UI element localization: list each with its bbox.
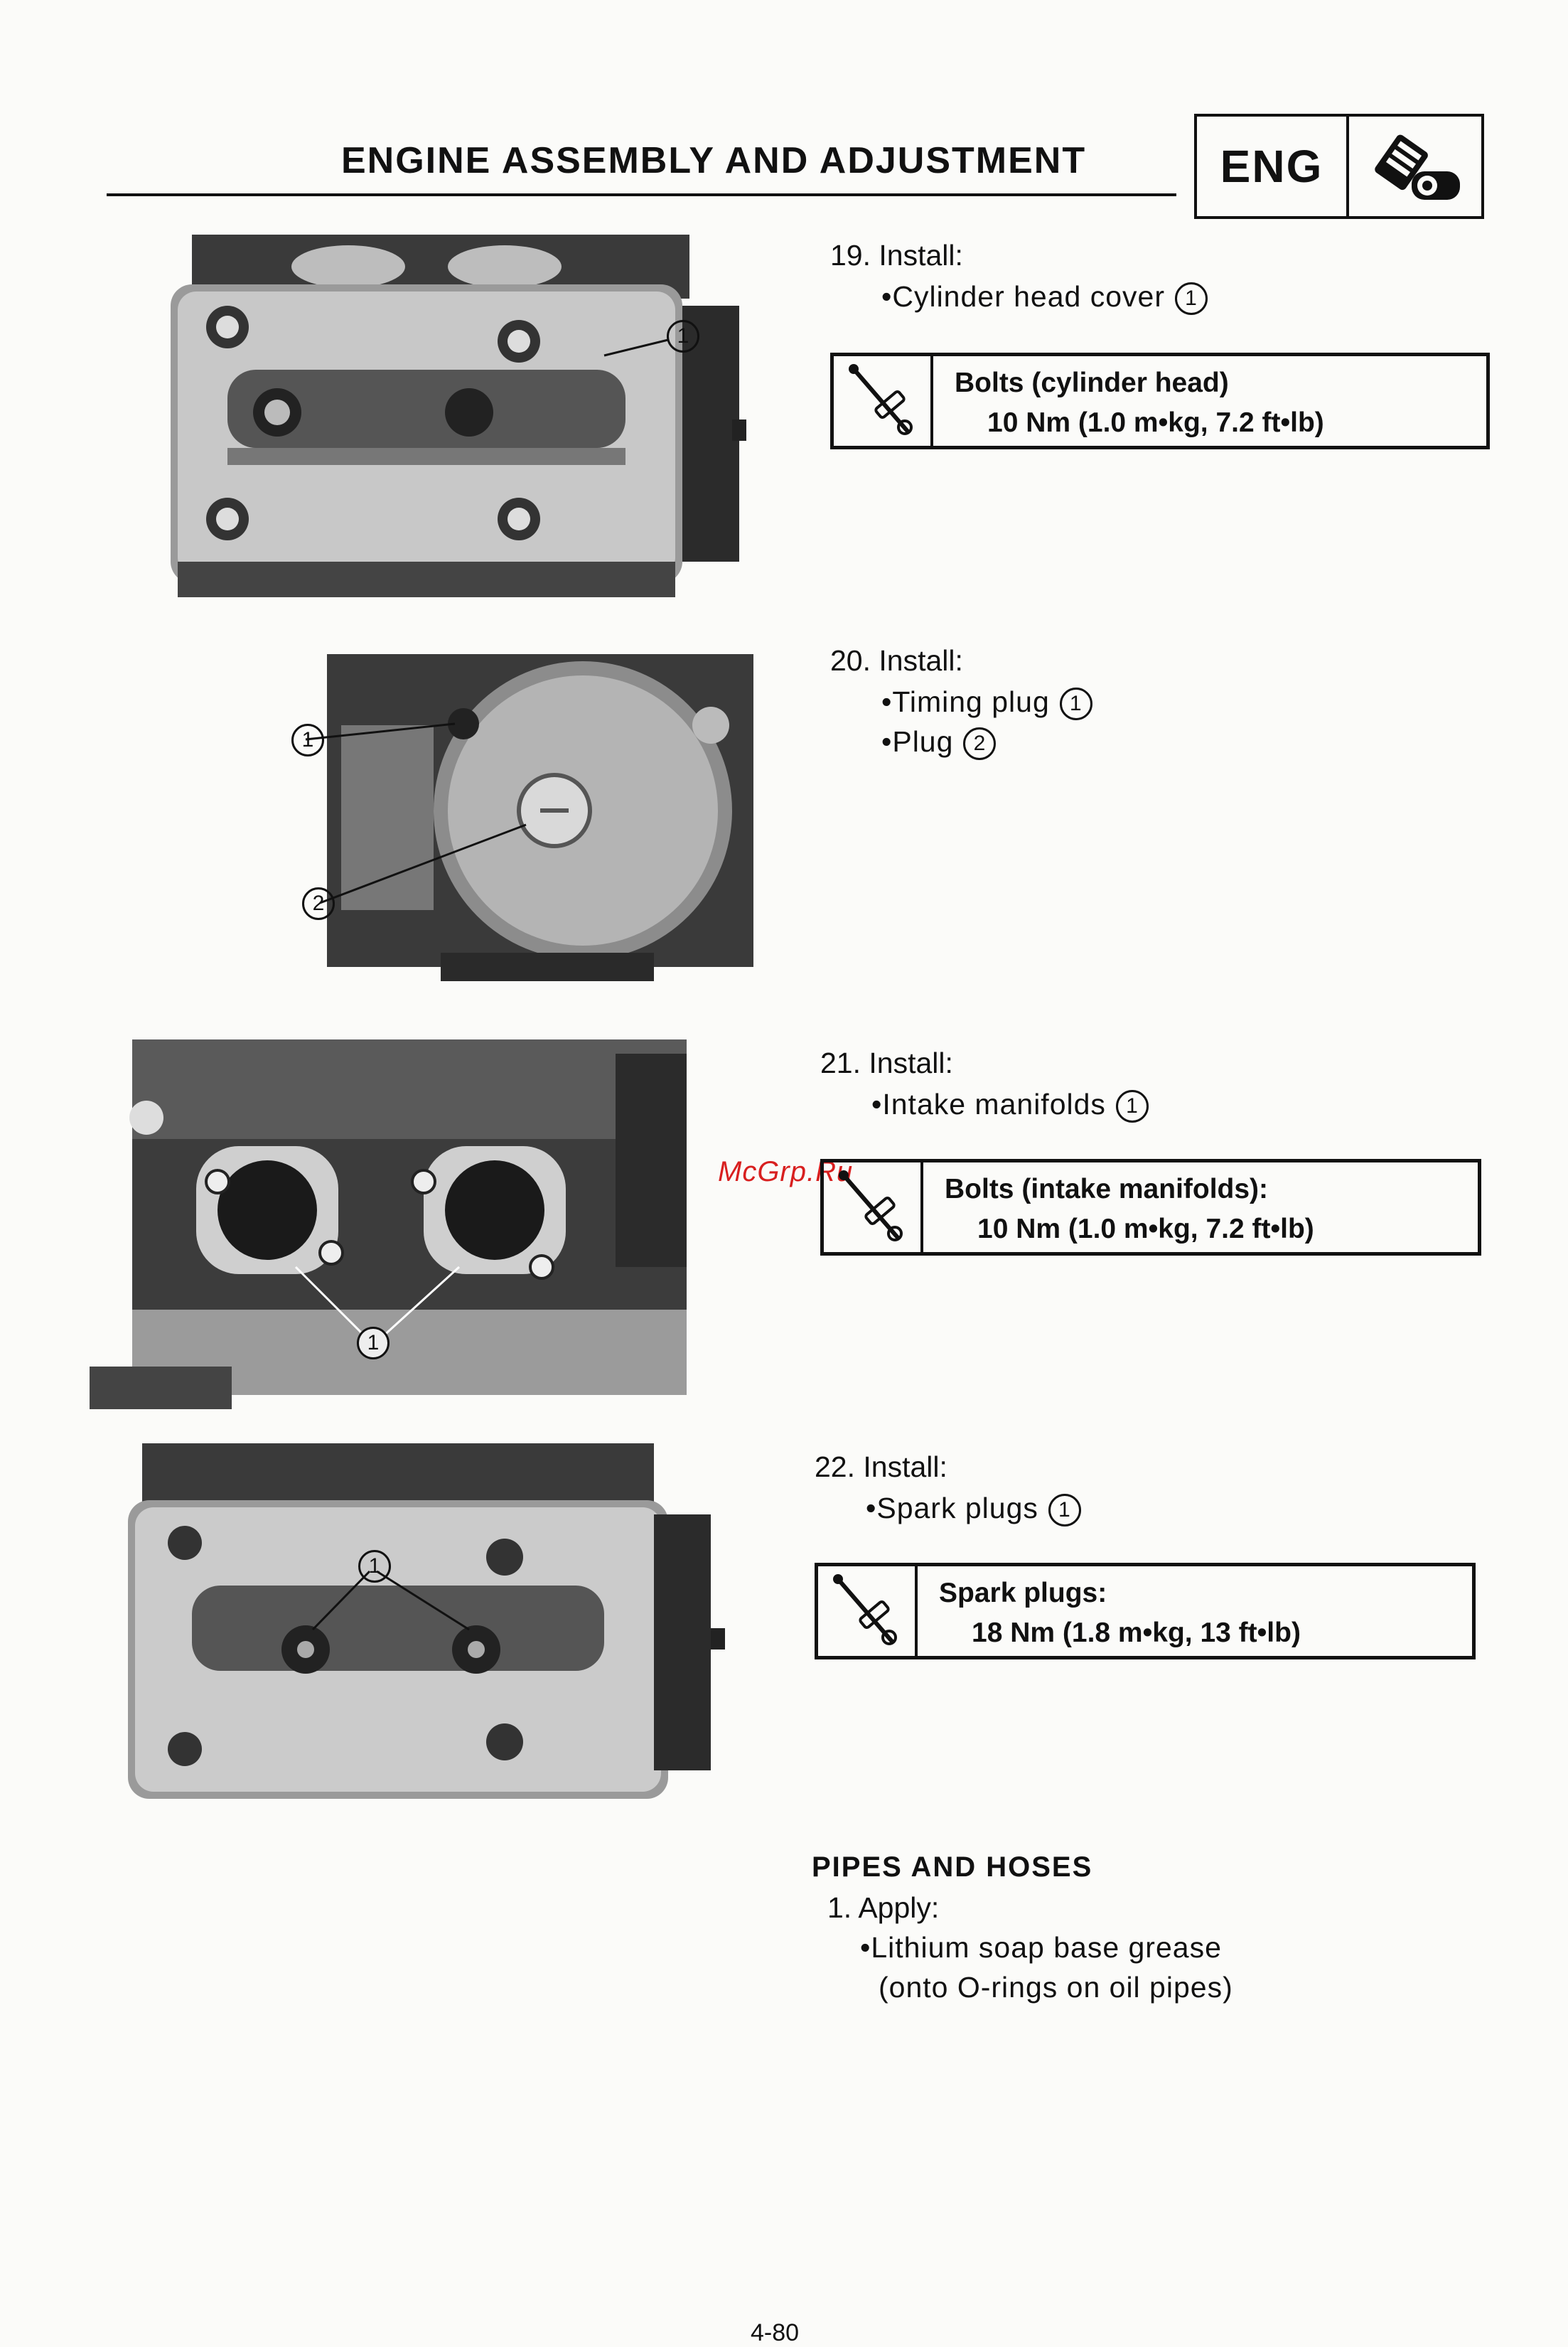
page-title: ENGINE ASSEMBLY AND ADJUSTMENT bbox=[341, 140, 1087, 181]
callout-1: 1 bbox=[357, 1327, 390, 1359]
callout-2: 2 bbox=[302, 887, 335, 920]
ref-number: 1 bbox=[1059, 688, 1092, 721]
step-20-item-1: •Timing plug 1 bbox=[881, 685, 1092, 721]
torque-wrench-icon bbox=[834, 356, 933, 446]
step-20-label: 20. Install: bbox=[830, 644, 963, 677]
spec-value: 18 Nm (1.8 m•kg, 13 ft•lb) bbox=[972, 1618, 1301, 1648]
photo-spark-plugs: 1 bbox=[85, 1443, 725, 1813]
callout-1: 1 bbox=[291, 724, 324, 757]
step-20-item-2: •Plug 2 bbox=[881, 725, 997, 761]
item-text: •Timing plug bbox=[881, 685, 1050, 718]
callout-1: 1 bbox=[358, 1550, 391, 1583]
pipes-item-note: (onto O-rings on oil pipes) bbox=[879, 1971, 1233, 2004]
ref-number: 1 bbox=[1048, 1494, 1081, 1527]
header-rule bbox=[107, 193, 1176, 196]
step-21-item: •Intake manifolds 1 bbox=[871, 1088, 1149, 1123]
spec-title: Bolts (intake manifolds): bbox=[945, 1174, 1269, 1204]
step-19-item: •Cylinder head cover 1 bbox=[881, 280, 1208, 316]
spec-title: Spark plugs: bbox=[939, 1578, 1107, 1608]
section-heading: PIPES AND HOSES bbox=[812, 1851, 1093, 1883]
ref-number: 2 bbox=[963, 727, 997, 761]
page-number: 4-80 bbox=[751, 2319, 800, 2346]
spec-title: Bolts (cylinder head) bbox=[955, 368, 1229, 398]
photo-timing-plug: 1 2 bbox=[227, 640, 761, 981]
callout-1: 1 bbox=[667, 320, 699, 353]
torque-spec-box: Bolts (cylinder head) 10 Nm (1.0 m•kg, 7… bbox=[830, 353, 1490, 449]
ref-number: 1 bbox=[1175, 282, 1208, 316]
item-text: •Plug bbox=[881, 725, 954, 758]
step-22-item: •Spark plugs 1 bbox=[866, 1492, 1081, 1527]
engine-oil-can-icon bbox=[1349, 117, 1481, 216]
ref-number: 1 bbox=[1115, 1090, 1149, 1123]
step-22-label: 22. Install: bbox=[815, 1450, 947, 1483]
torque-wrench-icon bbox=[824, 1162, 923, 1252]
torque-spec-box: Spark plugs: 18 Nm (1.8 m•kg, 13 ft•lb) bbox=[815, 1563, 1476, 1659]
pipes-item: •Lithium soap base grease bbox=[860, 1931, 1222, 1964]
torque-spec-box: Bolts (intake manifolds): 10 Nm (1.0 m•k… bbox=[820, 1159, 1481, 1256]
photo-intake-manifolds: 1 bbox=[90, 1039, 694, 1409]
torque-wrench-icon bbox=[818, 1566, 918, 1656]
pipes-step-label: 1. Apply: bbox=[827, 1891, 940, 1924]
item-text: •Spark plugs bbox=[866, 1492, 1038, 1524]
section-badge: ENG bbox=[1194, 114, 1484, 219]
step-21-label: 21. Install: bbox=[820, 1047, 953, 1079]
item-text: •Cylinder head cover bbox=[881, 280, 1165, 313]
section-code: ENG bbox=[1197, 117, 1349, 216]
spec-value: 10 Nm (1.0 m•kg, 7.2 ft•lb) bbox=[987, 407, 1324, 438]
spec-value: 10 Nm (1.0 m•kg, 7.2 ft•lb) bbox=[977, 1214, 1314, 1244]
item-text: •Intake manifolds bbox=[871, 1088, 1106, 1121]
photo-cylinder-head-cover: 1 bbox=[107, 235, 746, 604]
step-19-label: 19. Install: bbox=[830, 239, 963, 272]
